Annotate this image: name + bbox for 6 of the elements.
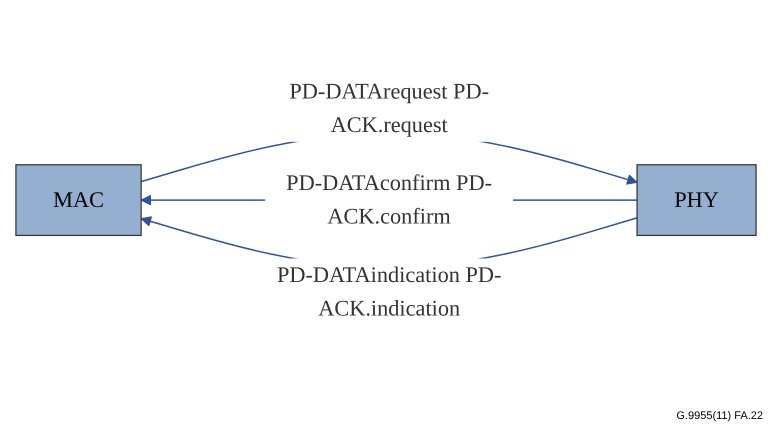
edge-label: PD-DATArequest PD-ACK.request [288, 78, 489, 137]
edge-label: PD-DATAindication PD-ACK.indication [276, 262, 501, 320]
node-box: PHY [636, 164, 756, 236]
node-box: MAC [14, 164, 142, 236]
figure-id: G.9955(11) FA.22 [676, 410, 763, 422]
edge-label: PD-DATAconfirm PD-ACK.confirm [286, 170, 492, 229]
